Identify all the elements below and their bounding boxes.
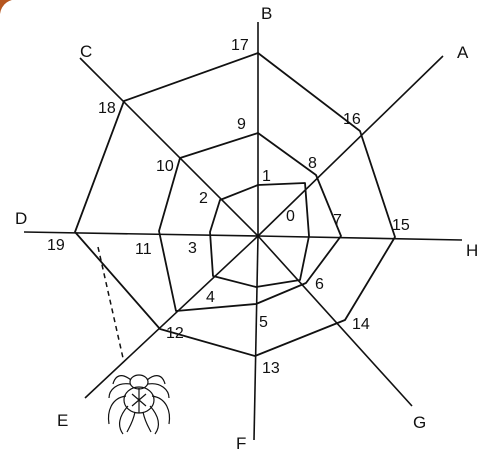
direction-label-h: H	[466, 241, 478, 260]
direction-label-c: C	[80, 42, 92, 61]
corner-accent	[0, 0, 20, 14]
thread-f	[254, 236, 258, 440]
node-label-13: 13	[262, 360, 280, 377]
node-label-9: 9	[237, 116, 246, 133]
node-label-5: 5	[259, 314, 268, 331]
node-label-4: 4	[206, 289, 215, 306]
thread-d	[24, 232, 258, 236]
node-label-12: 12	[166, 325, 184, 342]
outer-ring	[75, 53, 395, 356]
node-label-19: 19	[47, 237, 65, 254]
web-rings	[75, 53, 395, 356]
thread-g	[258, 236, 412, 406]
thread-e	[85, 236, 258, 398]
spider-icon	[109, 375, 170, 434]
direction-label-b: B	[261, 4, 272, 23]
direction-label-d: D	[15, 209, 27, 228]
thread-h	[258, 236, 462, 240]
node-label-15: 15	[392, 217, 410, 234]
node-label-17: 17	[231, 37, 249, 54]
direction-label-g: G	[413, 413, 426, 432]
node-label-7: 7	[333, 212, 342, 229]
node-label-2: 2	[199, 190, 208, 207]
node-label-11: 11	[135, 241, 152, 258]
node-label-16: 16	[343, 111, 361, 128]
node-label-3: 3	[188, 240, 197, 257]
node-label-14: 14	[352, 316, 370, 333]
node-label-10: 10	[156, 158, 174, 175]
direction-label-e: E	[57, 411, 68, 430]
node-label-1: 1	[262, 168, 271, 185]
node-label-18: 18	[98, 100, 116, 117]
node-label-0: 0	[286, 208, 295, 225]
node-label-8: 8	[308, 155, 317, 172]
direction-label-f: F	[236, 434, 246, 451]
node-label-6: 6	[315, 276, 324, 293]
direction-label-a: A	[457, 43, 469, 62]
